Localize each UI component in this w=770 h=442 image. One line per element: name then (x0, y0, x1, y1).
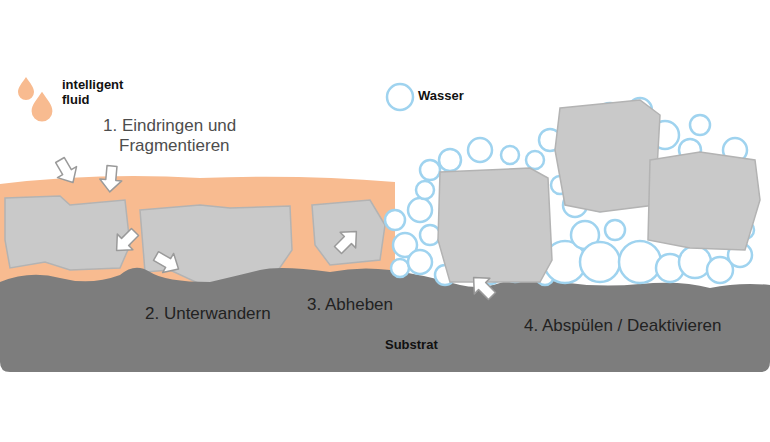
part-label: Substrat (385, 338, 485, 353)
dirt-fragments (438, 100, 760, 282)
motion-arrow (330, 224, 364, 258)
motion-arrow (99, 165, 123, 193)
step-label: 2. Unterwandern (145, 304, 315, 324)
water-bubble (439, 149, 461, 171)
water-bubble (526, 151, 544, 169)
water-bubble (420, 225, 440, 245)
fluid-drop-symbol (14, 70, 58, 122)
legend-text: intelligent fluid (62, 78, 142, 108)
water-bubble (408, 198, 432, 222)
water-bubble (408, 250, 432, 274)
dirt-fragment (5, 196, 130, 270)
step-label: 3. Abheben (307, 295, 437, 315)
water-bubble (385, 210, 405, 230)
step-label: 4. Abspülen / Deaktivieren (524, 316, 764, 336)
water-bubble (501, 146, 519, 164)
motion-arrow (109, 224, 143, 258)
water-bubble (387, 84, 413, 110)
water-bubble (468, 138, 492, 162)
motion-arrow (151, 246, 185, 278)
dirt-fragments (5, 196, 385, 284)
water-bubble (416, 181, 434, 199)
dirt-fragment (648, 152, 760, 250)
legend-item: intelligent fluid (14, 70, 154, 122)
legend-item: Wasser (384, 82, 524, 134)
water-bubble (690, 115, 710, 135)
water-bubble (420, 160, 440, 180)
dirt-fragment (438, 168, 552, 282)
fluid-drop (18, 77, 34, 100)
step-label: 1. Eindringen und Fragmentieren (103, 116, 269, 155)
fluid-drop (32, 92, 53, 122)
dirt-fragment (312, 200, 385, 265)
motion-arrow (50, 155, 82, 189)
dirt-fragment (555, 100, 660, 212)
water-bubble (619, 241, 661, 283)
substrate (0, 268, 770, 372)
legend-text: Wasser (418, 89, 508, 104)
motion-arrows (50, 155, 499, 304)
water-bubble (605, 220, 625, 240)
motion-arrow (466, 270, 500, 304)
water-bubble (580, 242, 620, 282)
water-bubble (391, 259, 409, 277)
